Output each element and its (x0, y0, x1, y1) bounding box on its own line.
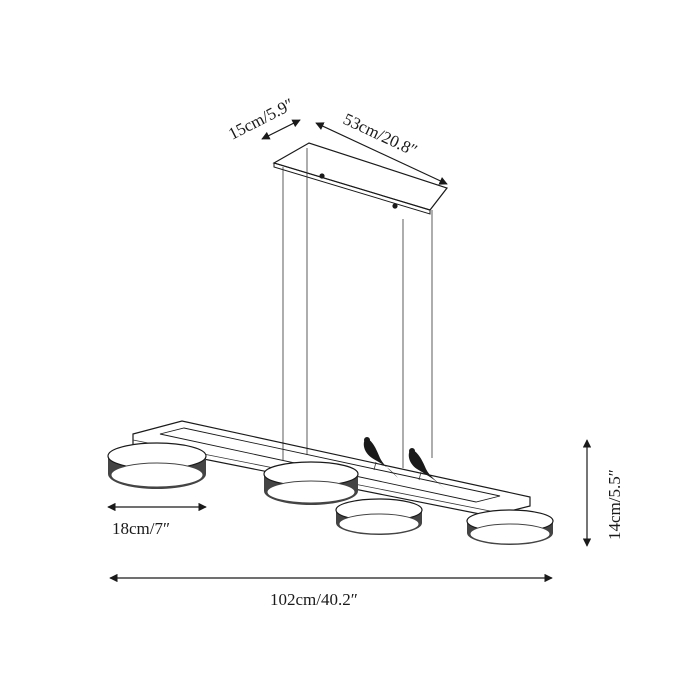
total-length-label: 102cm/40.2″ (270, 590, 358, 609)
ceiling-canopy (272, 142, 448, 215)
bird-ornament (363, 437, 398, 478)
lamp-shade (263, 461, 359, 505)
canopy-depth-arrow (261, 119, 301, 140)
lamp-shade (107, 442, 207, 489)
bird-ornament (408, 448, 446, 490)
canopy-depth-label: 15cm/5.9″ (225, 94, 297, 143)
shade-diameter-label: 18cm/7″ (112, 519, 170, 538)
canopy-screw (392, 203, 398, 209)
lamp-shade (335, 498, 423, 535)
lamp-shade (466, 509, 554, 545)
canopy-length-arrow (315, 122, 448, 185)
height-label: 14cm/5.5″ (605, 469, 624, 540)
canopy-screw (319, 173, 325, 179)
suspension-cables (282, 148, 433, 468)
